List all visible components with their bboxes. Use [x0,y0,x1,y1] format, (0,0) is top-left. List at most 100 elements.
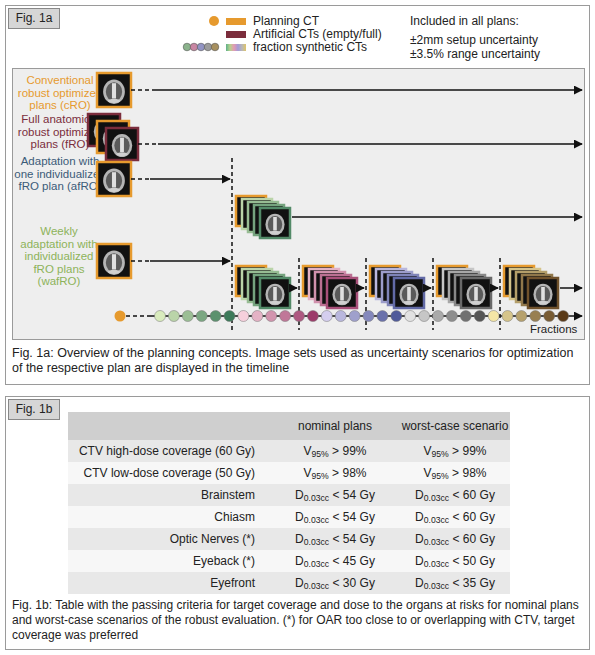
ct-frame [97,162,131,196]
text-part: V [424,466,432,480]
fraction-dot [419,311,430,322]
note-text: ±2mm setup uncertainty [410,33,590,47]
ct-brain [384,277,398,294]
timeline-line [493,287,498,289]
table-background [68,412,510,594]
ct-thumbnail [443,269,473,299]
timeline-line [292,287,297,289]
ct-thumbnail [106,128,138,160]
ct-structure [340,287,344,301]
text-part: D [295,532,304,546]
timeline-line [131,178,150,180]
fraction-dot [280,311,291,322]
text-part: D [415,532,424,546]
timeline-line [158,143,582,145]
timeline-line [150,315,582,317]
ct-brain [106,253,122,272]
ct-skull [509,272,528,294]
ct-frame [254,205,284,235]
ct-frame [315,272,345,302]
ct-skull [466,284,485,306]
text-part: D [295,576,304,590]
planning-ct-dot [115,311,126,322]
week-separator [499,258,501,330]
fraction-dot [168,311,179,322]
table-header: nominal plans [270,419,400,433]
legend-dot [209,16,219,26]
ct-brain [518,277,532,294]
ct-structure [267,284,271,298]
ct-brain [530,283,544,300]
ct-skull [320,278,339,300]
timeline-line [560,287,582,289]
fraction-dot [460,311,471,322]
text-part: > 98% [449,466,487,480]
text-part: < 60 Gy [449,510,495,524]
ct-thumbnail [236,196,266,226]
ct-frame [248,272,278,302]
ct-thumbnail [254,205,284,235]
ct-structure [325,295,336,299]
ct-structure [258,225,269,229]
ct-structure [532,298,543,302]
ct-frame [388,275,418,305]
ct-structure [273,217,277,231]
ct-structure [252,222,263,226]
fraction-dot [405,311,416,322]
ct-structure [246,219,257,223]
legend-text: Artificial CTs (empty/full) [253,27,403,41]
ct-brain [244,204,258,221]
table-row-band [68,440,510,462]
ct-thumbnail [260,278,290,308]
ct-structure [395,281,399,295]
table-row-label: Brainstem [60,488,255,502]
subscript: 95% [312,471,329,481]
timeline-line [126,315,150,317]
ct-frame [516,272,546,302]
ct-structure [538,301,549,305]
plan-label: Full anatomical robust optimized plans (… [14,113,106,151]
ct-brain [106,171,122,190]
ct-thumbnail [248,202,278,232]
ct-brain [105,130,120,148]
text-part: > 98% [329,466,367,480]
ct-frame [321,275,351,305]
table-cell: D0.03cc < 45 Gy [270,554,400,568]
ct-structure [337,301,348,305]
text-part: D [415,488,424,502]
ct-structure [465,298,476,302]
ct-brain [335,286,349,303]
text-part: < 54 Gy [329,532,375,546]
ct-brain [256,280,270,297]
week-separator [298,258,300,330]
ct-structure [120,138,124,152]
ct-structure [468,284,472,298]
ct-thumbnail [382,272,412,302]
subscript: 0.03cc [424,493,449,503]
axis-label: Fractions [530,323,590,336]
fraction-dot [182,311,193,322]
ct-structure [267,214,271,228]
ct-structure [252,292,263,296]
ct-brain [457,280,471,297]
table-cell: D0.03cc < 54 Gy [270,532,400,546]
fraction-dot [516,311,527,322]
ct-structure [386,292,397,296]
ct-structure [102,124,106,138]
ct-skull [247,275,266,297]
text-part: < 54 Gy [329,488,375,502]
table-row-band [68,462,510,484]
ct-frame [236,266,266,296]
text-part: < 30 Gy [329,576,375,590]
fraction-dot [377,311,388,322]
legend-dot [197,43,205,51]
text-part: D [295,554,304,568]
ct-frame [260,208,290,238]
ct-brain [463,283,477,300]
legend-swatch [226,44,246,51]
ct-thumbnail [97,121,129,153]
ct-skull [259,211,278,233]
subscript: 0.03cc [304,515,329,525]
ct-thumbnail [242,199,272,229]
